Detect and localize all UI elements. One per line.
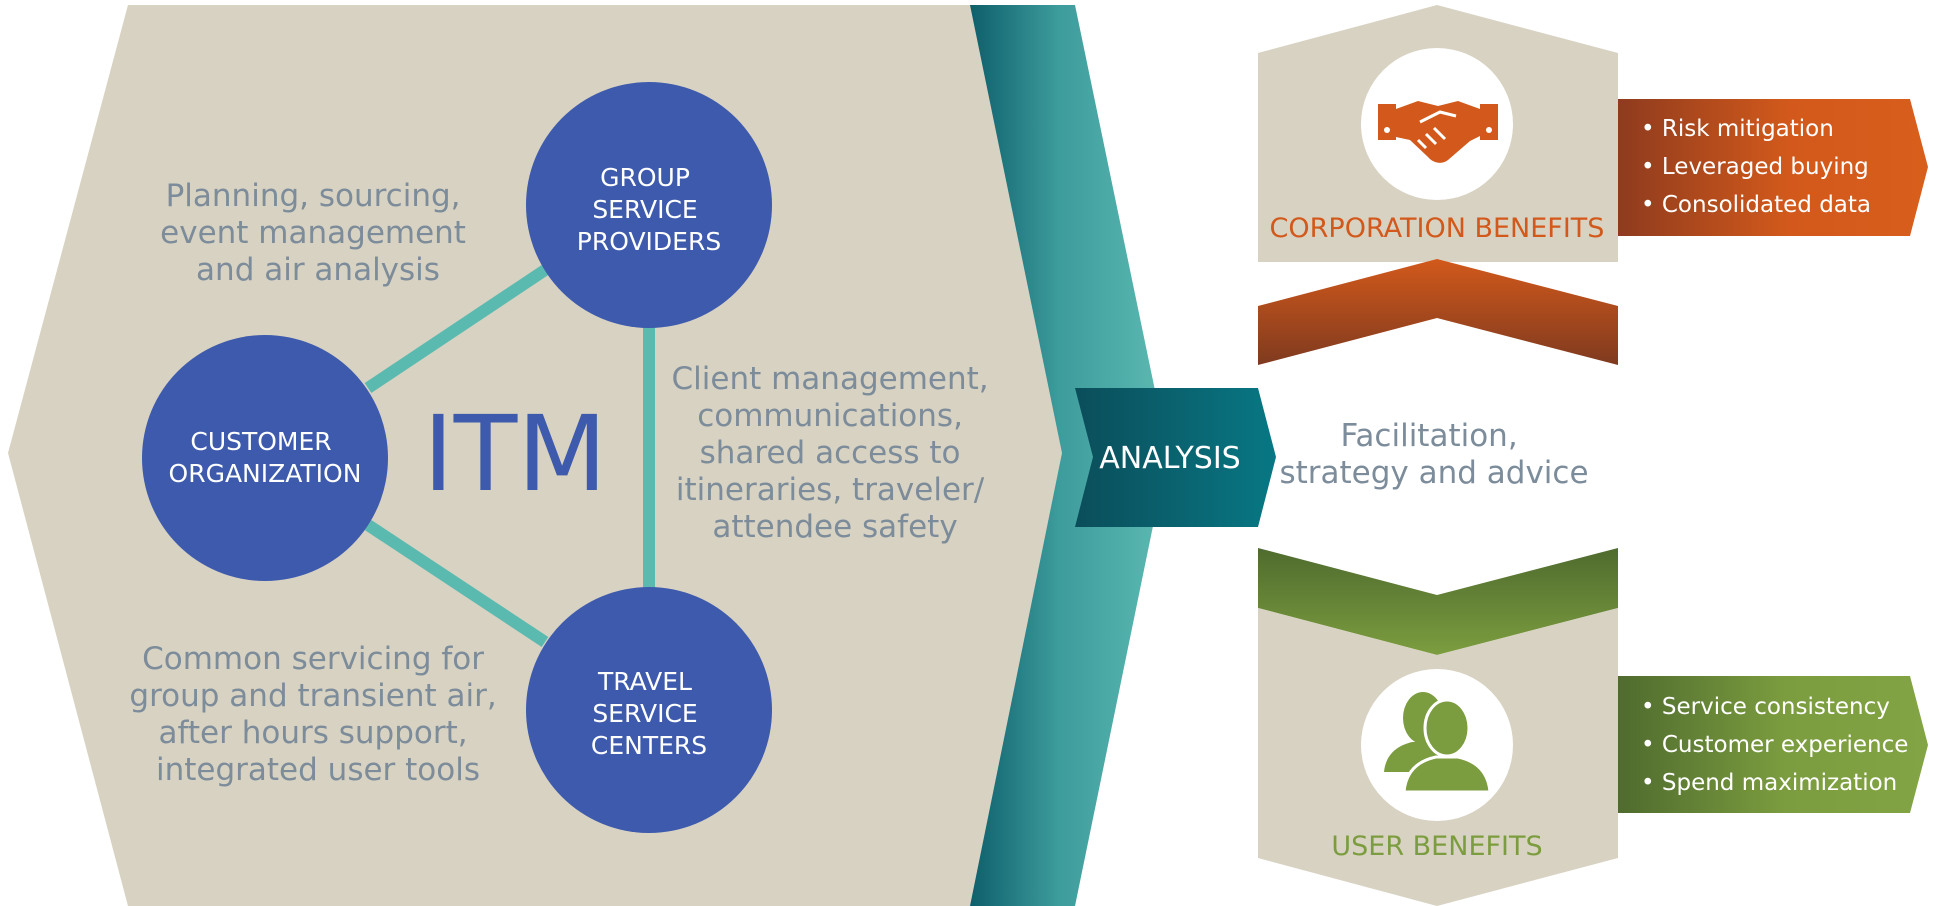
travel-service-centers-node	[526, 587, 772, 833]
group-node-line-3: PROVIDERS	[577, 227, 721, 256]
client-description: Client management, communications, share…	[672, 361, 999, 545]
user-bullets-arrow	[1618, 676, 1928, 813]
user-chevron	[1258, 548, 1618, 655]
user-bullet: • Customer experience	[1641, 732, 1908, 758]
user-bullet: • Service consistency	[1641, 694, 1890, 720]
svg-text:CUSTOMER ORGANIZATION: CUSTOMER ORGANIZATION	[169, 427, 362, 488]
planning-description: Planning, sourcing, event management and…	[160, 178, 476, 288]
analysis-description: Facilitation, strategy and advice	[1279, 418, 1588, 491]
analysis-arrow	[1075, 388, 1276, 527]
user-bullet-list: • Service consistency • Customer experie…	[1641, 694, 1916, 796]
group-node-line-2: SERVICE	[592, 195, 697, 224]
corporation-chevron	[1258, 259, 1618, 365]
group-node-line-1: GROUP	[600, 163, 690, 192]
teal-band	[970, 5, 1168, 906]
customer-node-line-1: CUSTOMER	[190, 427, 331, 456]
connector-customer-group	[364, 265, 549, 393]
analysis-label: ANALYSIS	[1099, 441, 1240, 476]
user-bullet: • Spend maximization	[1641, 770, 1897, 796]
connector-customer-travel	[364, 519, 549, 648]
user-benefits-title: USER BENEFITS	[1331, 831, 1542, 862]
corporation-bullet-list: • Risk mitigation • Leveraged buying • C…	[1641, 116, 1876, 218]
corporation-benefits-title: CORPORATION BENEFITS	[1270, 213, 1605, 244]
travel-node-line-3: CENTERS	[591, 731, 707, 760]
itm-hexagon-background	[8, 5, 1092, 906]
corporation-bullet: • Consolidated data	[1641, 192, 1871, 218]
corporation-bullet: • Leveraged buying	[1641, 154, 1869, 180]
itm-label: ITM	[423, 393, 607, 515]
customer-organization-node	[142, 335, 388, 581]
common-description: Common servicing for group and transient…	[129, 641, 506, 788]
svg-text:GROUP SERVICE PROVIDER: GROUP SERVICE PROVIDERS	[577, 163, 721, 256]
handshake-icon	[1378, 101, 1498, 163]
group-service-providers-node	[526, 82, 772, 328]
customer-node-line-2: ORGANIZATION	[169, 459, 362, 488]
svg-text:TRAVEL SERVICE CENTERS: TRAVEL SERVICE CENTERS	[591, 667, 707, 760]
corporation-bullets-arrow	[1618, 99, 1928, 236]
travel-node-line-2: SERVICE	[592, 699, 697, 728]
users-icon	[1384, 692, 1492, 794]
travel-node-line-1: TRAVEL	[597, 667, 692, 696]
corporation-bullet: • Risk mitigation	[1641, 116, 1834, 142]
